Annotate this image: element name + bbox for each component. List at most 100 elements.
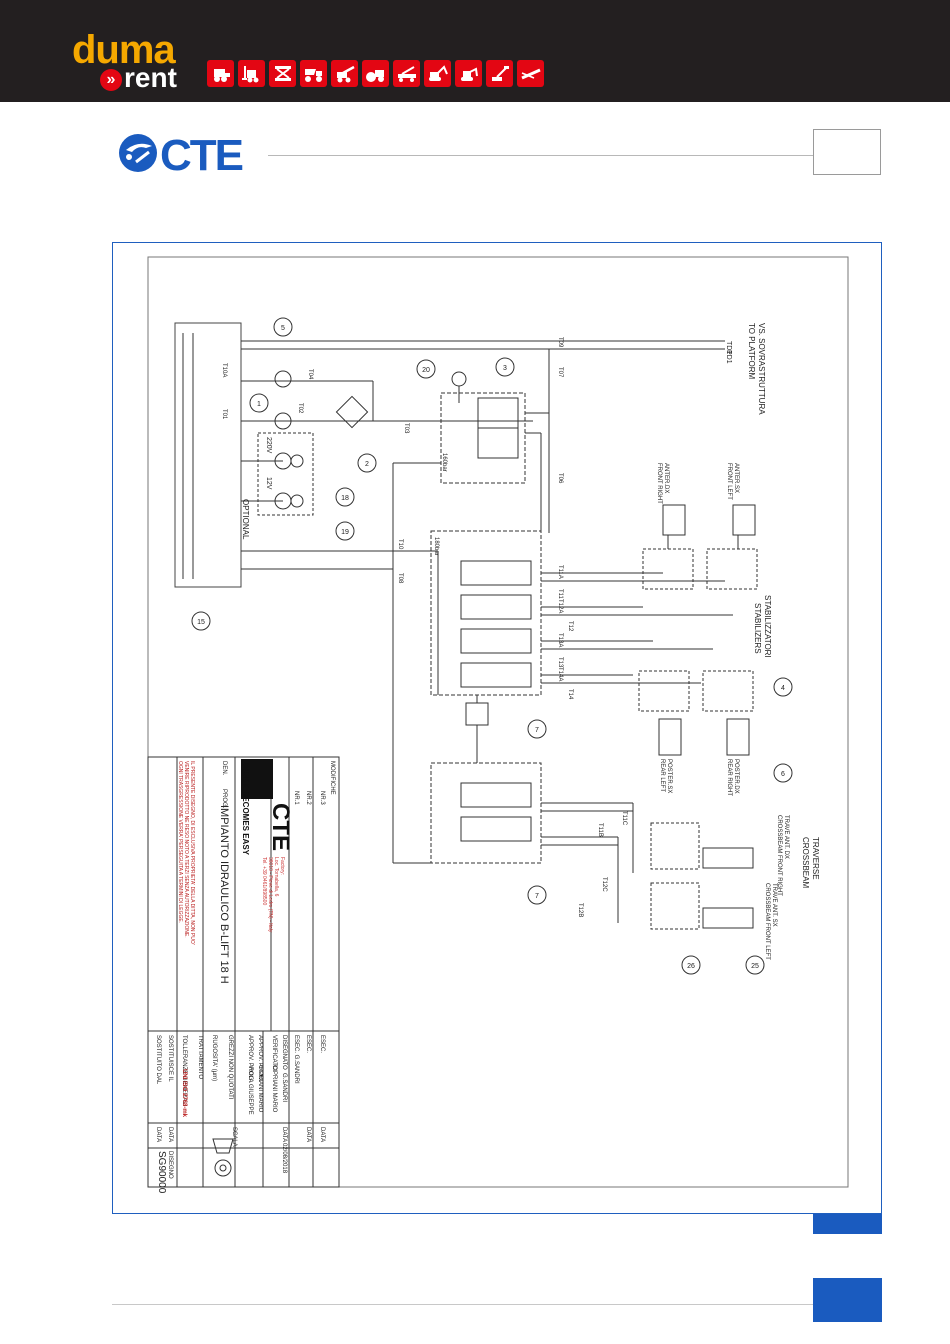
line-t11c: T11C <box>621 811 627 826</box>
tb-data-sost2: DATA <box>155 1127 161 1142</box>
compactor-icon <box>362 60 389 87</box>
tb-disclaimer-1: IL PRESENTE DISEGNO, DI ESCLUSIVA PROPRI… <box>189 761 195 945</box>
telehandler-icon <box>331 60 358 87</box>
sheet-border <box>147 256 849 1188</box>
line-t08: T08 <box>397 573 403 584</box>
tb-approv-prog-val: VIOLA GIUSEPPE <box>247 1065 253 1115</box>
pressure-gauge-symbol <box>451 371 467 387</box>
check-valve-front-right <box>642 548 694 590</box>
tb-sostituito: SOSTITUITO DAL <box>155 1035 161 1085</box>
bar160-label: 160bar <box>441 453 447 472</box>
rent-logo-text: »rent <box>100 64 177 92</box>
cylinder-rear-right <box>726 718 750 756</box>
tb-title: IMPIANTO IDRAULICO B-LIFT 18 H <box>218 805 230 984</box>
hydraulic-schematic: VS. SOVRASTRUTTURA TO PLATFORM TD1 PD1 S… <box>147 256 849 1194</box>
skid-steer-icon <box>207 60 234 87</box>
line-t10: T10 <box>397 539 403 550</box>
front-left-label-1: ANTER.SX <box>733 463 739 493</box>
stabilizers-label-1: STABILIZZATORI <box>763 595 772 658</box>
tb-esec-3: ESEC. <box>319 1035 325 1053</box>
forklift-icon <box>238 60 265 87</box>
tb-tolleranze: TOLLERANZE GENERALI <box>181 1035 187 1107</box>
callout-7a: 7 <box>535 727 539 734</box>
line-t02: T02 <box>297 403 303 414</box>
line-t13a: T13A <box>557 633 563 647</box>
crossbeam-right-label-2: CROSSBEAM FRONT RIGHT <box>776 815 782 896</box>
rent-word: rent <box>124 62 177 93</box>
optional-pump-group <box>257 432 314 516</box>
tb-sostituisce: SOSTITUISCE IL <box>167 1035 173 1082</box>
excavator-icon <box>424 60 451 87</box>
crossbeam-valve-right <box>650 822 700 870</box>
tb-data-3: DATA <box>319 1127 325 1142</box>
rear-left-label-2: REAR LEFT <box>659 759 665 792</box>
tb-slogan: WORK BECOMES EASY <box>241 763 250 856</box>
page-number-tab <box>813 1278 882 1322</box>
tb-disclaimer-3: OGNI TRASGRESSIONE VERRA' PERSEGUITA A T… <box>177 761 183 923</box>
title-block-logo-box <box>241 759 273 799</box>
stabilizer-valve-block <box>430 530 542 696</box>
crossbeam-label-1: TRAVERSE <box>811 837 820 880</box>
duma-logo-text: duma <box>72 28 176 72</box>
cylinder-rear-left <box>658 718 682 756</box>
platform-label-2: TO PLATFORM <box>747 323 756 379</box>
projection-symbol-icon <box>212 1138 234 1177</box>
tb-verificato-val: CIPRIANI MARIO <box>271 1065 277 1113</box>
tb-grezzi: GREZZI NON QUOTATI <box>227 1035 233 1100</box>
optional-label: OPTIONAL <box>241 499 250 540</box>
tb-scala: SCALA <box>231 1127 237 1147</box>
platform-label-1: VS. SOVRASTRUTTURA <box>757 323 766 415</box>
check-valve-rear-left <box>638 670 690 712</box>
breaker-icon <box>517 60 544 87</box>
tb-tolleranze-val: UNI ISO 2768-mk <box>181 1069 187 1118</box>
tb-approv-prod: APPROV. PROD. <box>257 1035 263 1082</box>
scissor-lift-icon <box>269 60 296 87</box>
line-t12b: T12B <box>577 903 583 917</box>
callout-6: 6 <box>781 771 785 778</box>
tb-trattamento: TRATTAMENTO <box>197 1035 203 1079</box>
tb-nr2: NR.2 <box>305 791 311 805</box>
line-t11b: T11B <box>597 823 603 837</box>
tb-cte: CTE <box>267 803 294 851</box>
line-t10a: T10A <box>221 363 227 377</box>
callout-3: 3 <box>503 365 507 372</box>
title-block <box>147 756 340 1188</box>
rear-right-label-2: REAR RIGHT <box>726 759 732 796</box>
pd1-label: PD1 <box>725 350 732 364</box>
td1-label: TD1 <box>725 341 732 354</box>
tb-address-3: 38010 - Pieve di Ledro (TN) - Italy <box>267 857 273 933</box>
cylinder-front-left <box>732 504 756 536</box>
tb-data-2: DATA <box>305 1127 311 1142</box>
callout-5: 5 <box>281 325 285 332</box>
crossbeam-cylinder-left <box>702 907 754 929</box>
check-valve-front-left <box>706 548 758 590</box>
header-divider <box>268 155 813 156</box>
tb-data-value: 02/08/2018 <box>281 1143 287 1174</box>
line-t14: T14 <box>567 689 573 700</box>
callout-4: 4 <box>781 685 785 692</box>
line-t01: T01 <box>221 409 227 420</box>
tb-esec-1: ESEC. G.SANDRI <box>293 1035 299 1084</box>
tb-den: DEN. <box>221 761 227 776</box>
tb-address-2: Loc. Tornabella, 6 <box>273 857 279 897</box>
v12-label: 12V <box>265 477 272 490</box>
tb-verificato: VERIFICATO <box>271 1035 277 1071</box>
line-t11: T11 <box>557 589 563 600</box>
rent-chevron-icon: » <box>100 68 122 91</box>
boom-lift-icon <box>486 60 513 87</box>
callout-26: 26 <box>687 963 695 970</box>
line-t11a: T11A <box>557 565 563 579</box>
tb-disegnato-val: G.SANDRI <box>281 1073 287 1102</box>
dumper-icon <box>300 60 327 87</box>
line-t12: T12 <box>567 621 573 632</box>
machine-icon-strip <box>207 60 544 87</box>
hand-pump-symbol <box>274 370 292 388</box>
page-number-box <box>813 129 881 175</box>
tb-disegno: DISEGNO <box>167 1151 173 1179</box>
tb-esec-2: ESEC. <box>305 1035 311 1053</box>
stabilizers-label-2: STABILIZERS <box>753 603 762 654</box>
filter-symbol <box>335 395 369 429</box>
front-right-label-2: FRONT RIGHT <box>656 463 662 504</box>
tb-modifiche: MODIFICHE <box>329 761 335 795</box>
tb-data-label: DATA <box>281 1127 287 1142</box>
